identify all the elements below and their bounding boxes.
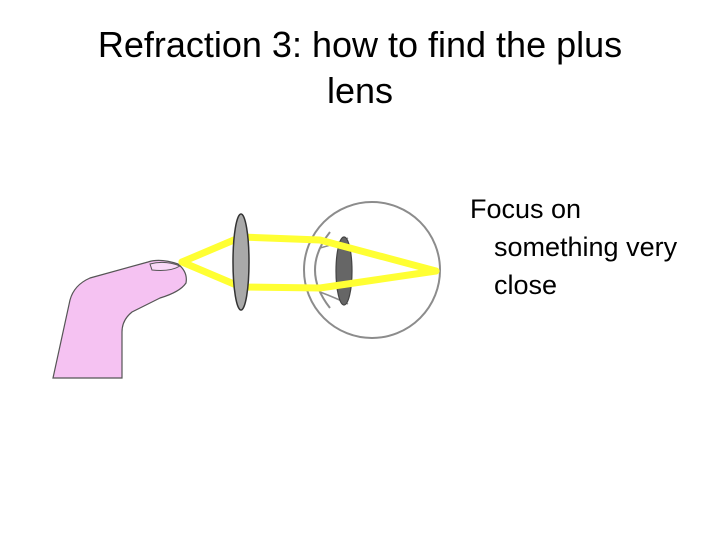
light-rays: [178, 233, 440, 292]
ray-lower: [178, 258, 440, 292]
instruction-line-1: Focus on: [470, 194, 582, 224]
ray-upper: [178, 233, 440, 275]
fingernail: [149, 261, 182, 271]
slide-title-line-1: Refraction 3: how to find the plus: [97, 24, 623, 65]
instruction-line-2: something very: [494, 232, 678, 262]
slide-title-line-2: lens: [326, 70, 394, 111]
finger-illustration: [52, 259, 187, 379]
eyeball: [303, 201, 441, 339]
slide-title: Refraction 3: how to find the plus lens: [40, 22, 680, 114]
instruction-text: Focus on something very close: [470, 190, 715, 304]
instruction-line-3: close: [494, 270, 558, 300]
plus-lens: [232, 213, 250, 311]
